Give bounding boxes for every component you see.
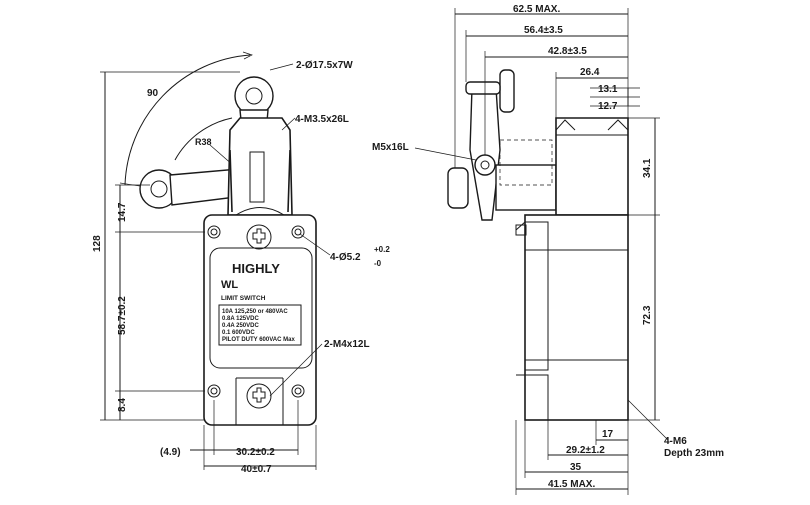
dim-head: 26.4 bbox=[580, 67, 600, 78]
type-label: LIMIT SWITCH bbox=[221, 295, 266, 302]
rating-line-2: 0.8A 125VDC bbox=[222, 316, 259, 322]
dim-height-lever: 14.7 bbox=[117, 202, 128, 222]
dim-d1: 13.1 bbox=[598, 84, 618, 95]
dim-head-height: 34.1 bbox=[642, 158, 653, 178]
dim-bottom-offset: 8.4 bbox=[117, 398, 128, 412]
dim-body-depth: 41.5 MAX. bbox=[548, 479, 595, 490]
dim-d2: 12.7 bbox=[598, 101, 618, 112]
rating-line-4: 0.1 600VDC bbox=[222, 330, 255, 336]
dim-lever-screw: M5x16L bbox=[372, 142, 409, 153]
nameplate bbox=[209, 247, 313, 369]
switch-head bbox=[227, 117, 293, 216]
dim-17: 17 bbox=[602, 429, 614, 440]
dim-max-depth: 62.5 MAX. bbox=[513, 4, 560, 15]
side-roller bbox=[499, 69, 515, 113]
shaft-housing bbox=[495, 164, 557, 211]
rating-line-1: 10A 125,250 or 480VAC bbox=[222, 309, 288, 315]
dim-mount-holes: 4-Ø5.2 bbox=[330, 252, 361, 263]
dim-height-total: 128 bbox=[92, 235, 103, 252]
radius-arc bbox=[174, 117, 233, 161]
dim-29: 29.2±1.2 bbox=[566, 445, 605, 456]
dim-35: 35 bbox=[570, 462, 582, 473]
lever-screw bbox=[474, 154, 496, 176]
front-view: HIGHLY WL LIMIT SWITCH 10A 125,250 or 48… bbox=[92, 51, 390, 475]
rating-line-5: PILOT DUTY 600VAC Max bbox=[222, 337, 295, 343]
dim-body-height: 72.3 bbox=[642, 305, 653, 325]
dim-tol-minus: -0 bbox=[374, 259, 382, 268]
side-head bbox=[555, 117, 629, 216]
dim-tap-depth: Depth 23mm bbox=[664, 448, 724, 459]
rotation-arc bbox=[124, 54, 251, 186]
dim-terminal-screws: 2-M4x12L bbox=[324, 339, 370, 350]
side-roller-low bbox=[447, 167, 469, 209]
ratings-box bbox=[218, 304, 302, 346]
mount-holes bbox=[207, 225, 305, 398]
model-label: WL bbox=[221, 279, 238, 291]
brand-label: HIGHLY bbox=[232, 261, 280, 276]
side-view: 62.5 MAX. 56.4±3.5 42.8±3.5 26.4 13.1 12… bbox=[372, 4, 724, 495]
dim-hole-width: 30.2±0.2 bbox=[236, 447, 275, 458]
dim-lever-a: 56.4±3.5 bbox=[524, 25, 563, 36]
switch-body bbox=[203, 214, 317, 426]
front-dimension-lines bbox=[100, 63, 331, 470]
dim-tap-holes: 4-M6 bbox=[664, 436, 687, 447]
dim-tol-plus: +0.2 bbox=[374, 245, 390, 254]
dim-hole-pitch: 58.7±0.2 bbox=[117, 296, 128, 335]
side-body bbox=[524, 214, 629, 421]
dim-side-offset: (4.9) bbox=[160, 447, 181, 458]
dim-roller: 2-Ø17.5x7W bbox=[296, 60, 353, 71]
side-dimension-lines bbox=[414, 8, 669, 495]
cover-screws bbox=[246, 224, 272, 409]
dim-radius: R38 bbox=[195, 137, 212, 147]
dim-cover-screws: 4-M3.5x26L bbox=[295, 114, 349, 125]
dim-angle: 90 bbox=[147, 88, 159, 99]
dim-body-width: 40±0.7 bbox=[241, 464, 272, 475]
dim-lever-b: 42.8±3.5 bbox=[548, 46, 587, 57]
rating-line-3: 0.4A 250VDC bbox=[222, 323, 259, 329]
